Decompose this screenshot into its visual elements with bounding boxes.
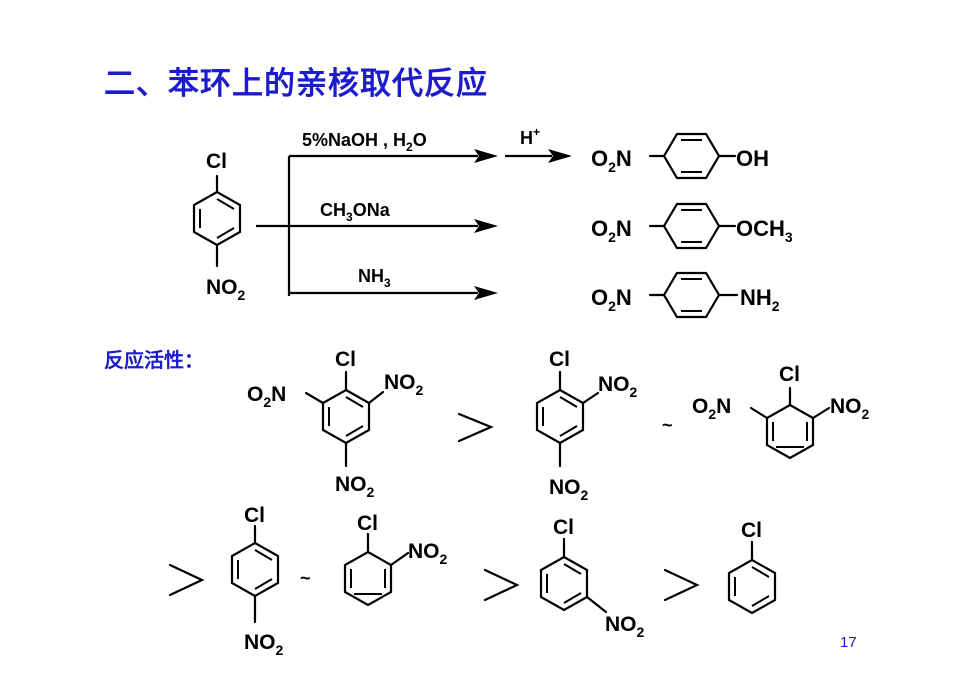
- svg-text:O2N: O2N: [247, 383, 286, 410]
- approx-sign-1: ~: [662, 415, 673, 435]
- reaction-arrows: [256, 149, 572, 300]
- reagent-ch3ona: CH3ONa: [320, 200, 391, 224]
- activity-label: 反应活性：: [104, 348, 204, 372]
- svg-text:Cl: Cl: [779, 363, 800, 386]
- svg-text:O2N: O2N: [692, 395, 731, 422]
- product-nitroaniline: O2N NH2: [591, 271, 780, 319]
- molecule-2-6-dinitrochlorobenzene: Cl NO2 O2N: [692, 363, 870, 460]
- molecule-chlorobenzene: Cl: [727, 519, 777, 615]
- cl-label: Cl: [206, 150, 227, 173]
- svg-text:NO2: NO2: [244, 631, 284, 658]
- svg-text:OCH3: OCH3: [736, 216, 793, 245]
- svg-text:NO2: NO2: [384, 371, 424, 398]
- slide-title: 二、苯环上的亲核取代反应: [104, 66, 488, 102]
- svg-text:NO2: NO2: [335, 473, 375, 500]
- molecule-2-4-dinitrochlorobenzene: Cl NO2 NO2: [535, 348, 638, 503]
- reagent-naoh: 5%NaOH , H2O: [302, 130, 427, 154]
- svg-text:O2N: O2N: [591, 216, 632, 245]
- svg-text:O2N: O2N: [591, 146, 632, 175]
- greater-than-4: [663, 568, 700, 602]
- svg-text:Cl: Cl: [335, 348, 356, 371]
- greater-than-3: [483, 568, 520, 602]
- molecule-4-nitrochlorobenzene: Cl NO2: [230, 504, 284, 658]
- svg-text:Cl: Cl: [549, 348, 570, 371]
- svg-text:NH2: NH2: [740, 285, 780, 314]
- greater-than-1: [457, 412, 494, 443]
- svg-text:NO2: NO2: [605, 613, 645, 640]
- svg-text:NO2: NO2: [408, 540, 448, 567]
- page-number: 17: [840, 634, 857, 651]
- svg-text:NO2: NO2: [830, 395, 870, 422]
- svg-text:NO2: NO2: [598, 373, 638, 400]
- greater-than-2: [168, 563, 205, 597]
- molecule-3-nitrochlorobenzene: Cl NO2: [539, 516, 645, 640]
- svg-text:O2N: O2N: [591, 285, 632, 314]
- svg-text:Cl: Cl: [357, 512, 378, 535]
- svg-text:Cl: Cl: [244, 504, 265, 527]
- molecule-2-nitrochlorobenzene: Cl NO2: [343, 512, 448, 607]
- svg-text:Cl: Cl: [553, 516, 574, 539]
- molecule-trinitrochlorobenzene: Cl NO2 O2N NO2: [247, 348, 424, 500]
- product-nitrophenol: O2N OH: [591, 132, 769, 180]
- reagent-nh3: NH3: [358, 266, 391, 290]
- svg-text:Cl: Cl: [741, 519, 762, 542]
- approx-sign-2: ~: [300, 568, 311, 588]
- no2-label: NO2: [206, 276, 246, 303]
- product-nitroanisole: O2N OCH3: [591, 202, 793, 250]
- svg-text:NO2: NO2: [549, 476, 589, 503]
- svg-text:OH: OH: [736, 146, 769, 171]
- starting-material: Cl NO2: [192, 150, 246, 303]
- reagent-acid: H+: [520, 125, 540, 148]
